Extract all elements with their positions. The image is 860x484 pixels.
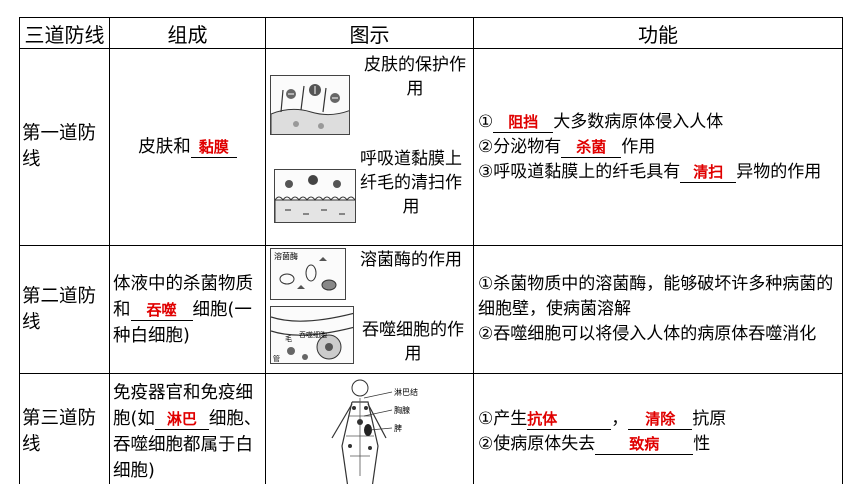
- figure-inner-label: 淋巴结: [394, 387, 418, 397]
- mucosa-illustration: [274, 169, 356, 223]
- figure-label: 溶菌酶的作用: [360, 250, 462, 270]
- table-row: 第三道防线 免疫器官和免疫细胞(如淋巴细胞、吞噬细胞都属于白细胞) 淋巴结: [19, 373, 843, 484]
- table-row: 第一道防线 皮肤和黏膜: [19, 48, 843, 246]
- defense-name: 第二道防线: [19, 245, 110, 374]
- figure-cell: 溶菌酶 毛 吞噬细胞 管 溶菌酶的: [265, 245, 474, 374]
- function-line: ①产生抗体，清除抗原: [478, 409, 727, 430]
- figure-inner-label: 毛: [285, 334, 292, 343]
- figure-inner-label: 脾: [394, 423, 402, 433]
- answer-blank[interactable]: 黏膜: [190, 137, 237, 158]
- immune-system-illustration: 淋巴结 胸腺 脾: [320, 376, 430, 484]
- figure-inner-label: 管: [273, 354, 280, 363]
- answer-blank[interactable]: 阻挡: [493, 112, 554, 133]
- composition-cell: 皮肤和黏膜: [109, 48, 266, 246]
- table-row: 第二道防线 体液中的杀菌物质和吞噬细胞(一种白细胞) 溶菌酶: [19, 245, 843, 374]
- figure-label: 吞噬细胞的作用: [362, 320, 464, 364]
- figure-inner-label: 溶菌酶: [274, 251, 298, 261]
- answer-blank[interactable]: 清扫: [680, 162, 737, 183]
- header-function: 功能: [473, 17, 843, 49]
- defense-name: 第一道防线: [19, 48, 110, 246]
- header-figure: 图示: [265, 17, 474, 49]
- figure-inner-label: 胸腺: [394, 405, 410, 415]
- composition-text: 皮肤和: [138, 137, 191, 157]
- answer-blank[interactable]: 致病: [595, 434, 694, 455]
- answer-blank[interactable]: 清除: [628, 409, 693, 430]
- function-line: ②分泌物有杀菌作用: [478, 136, 656, 158]
- function-cell: ①杀菌物质中的溶菌酶，能够破坏许多种病菌的细胞壁，使病菌溶解 ②吞噬细胞可以将侵…: [473, 245, 843, 374]
- lysozyme-illustration: 溶菌酶: [270, 248, 346, 300]
- figure-cell: 皮肤的保护作用 呼吸道黏膜上纤毛的清扫作用: [265, 48, 474, 246]
- composition-cell: 体液中的杀菌物质和吞噬细胞(一种白细胞): [109, 245, 266, 374]
- figure-label: 呼吸道黏膜上纤毛的清扫作用: [360, 149, 462, 217]
- function-line: ②吞噬细胞可以将侵入人体的病原体吞噬消化: [478, 324, 817, 344]
- answer-blank[interactable]: 杀菌: [561, 137, 622, 158]
- composition-cell: 免疫器官和免疫细胞(如淋巴细胞、吞噬细胞都属于白细胞): [109, 373, 266, 484]
- function-line: ②使病原体失去致病性: [478, 434, 711, 455]
- defense-table: 三道防线 组成 图示 功能 第一道防线 皮肤和黏膜: [19, 17, 843, 484]
- answer-text: 黏膜: [198, 138, 229, 156]
- header-defense: 三道防线: [19, 17, 110, 49]
- phagocyte-illustration: 毛 吞噬细胞 管: [270, 306, 354, 364]
- defense-name: 第三道防线: [19, 373, 110, 484]
- figure-inner-label: 吞噬细胞: [299, 330, 327, 339]
- header-row: 三道防线 组成 图示 功能: [19, 17, 843, 49]
- answer-blank[interactable]: 吞噬: [130, 300, 193, 321]
- answer-blank[interactable]: 淋巴: [154, 409, 209, 430]
- answer-blank[interactable]: 抗体: [527, 409, 612, 430]
- function-line: ③呼吸道黏膜上的纤毛具有清扫异物的作用: [478, 161, 822, 183]
- function-line: ①杀菌物质中的溶菌酶，能够破坏许多种病菌的细胞壁，使病菌溶解: [478, 274, 834, 319]
- skin-illustration: [270, 75, 350, 135]
- figure-cell: 淋巴结 胸腺 脾: [265, 373, 474, 484]
- header-composition: 组成: [109, 17, 266, 49]
- figure-label: 皮肤的保护作用: [364, 55, 466, 99]
- function-cell: ①产生抗体，清除抗原 ②使病原体失去致病性: [473, 373, 843, 484]
